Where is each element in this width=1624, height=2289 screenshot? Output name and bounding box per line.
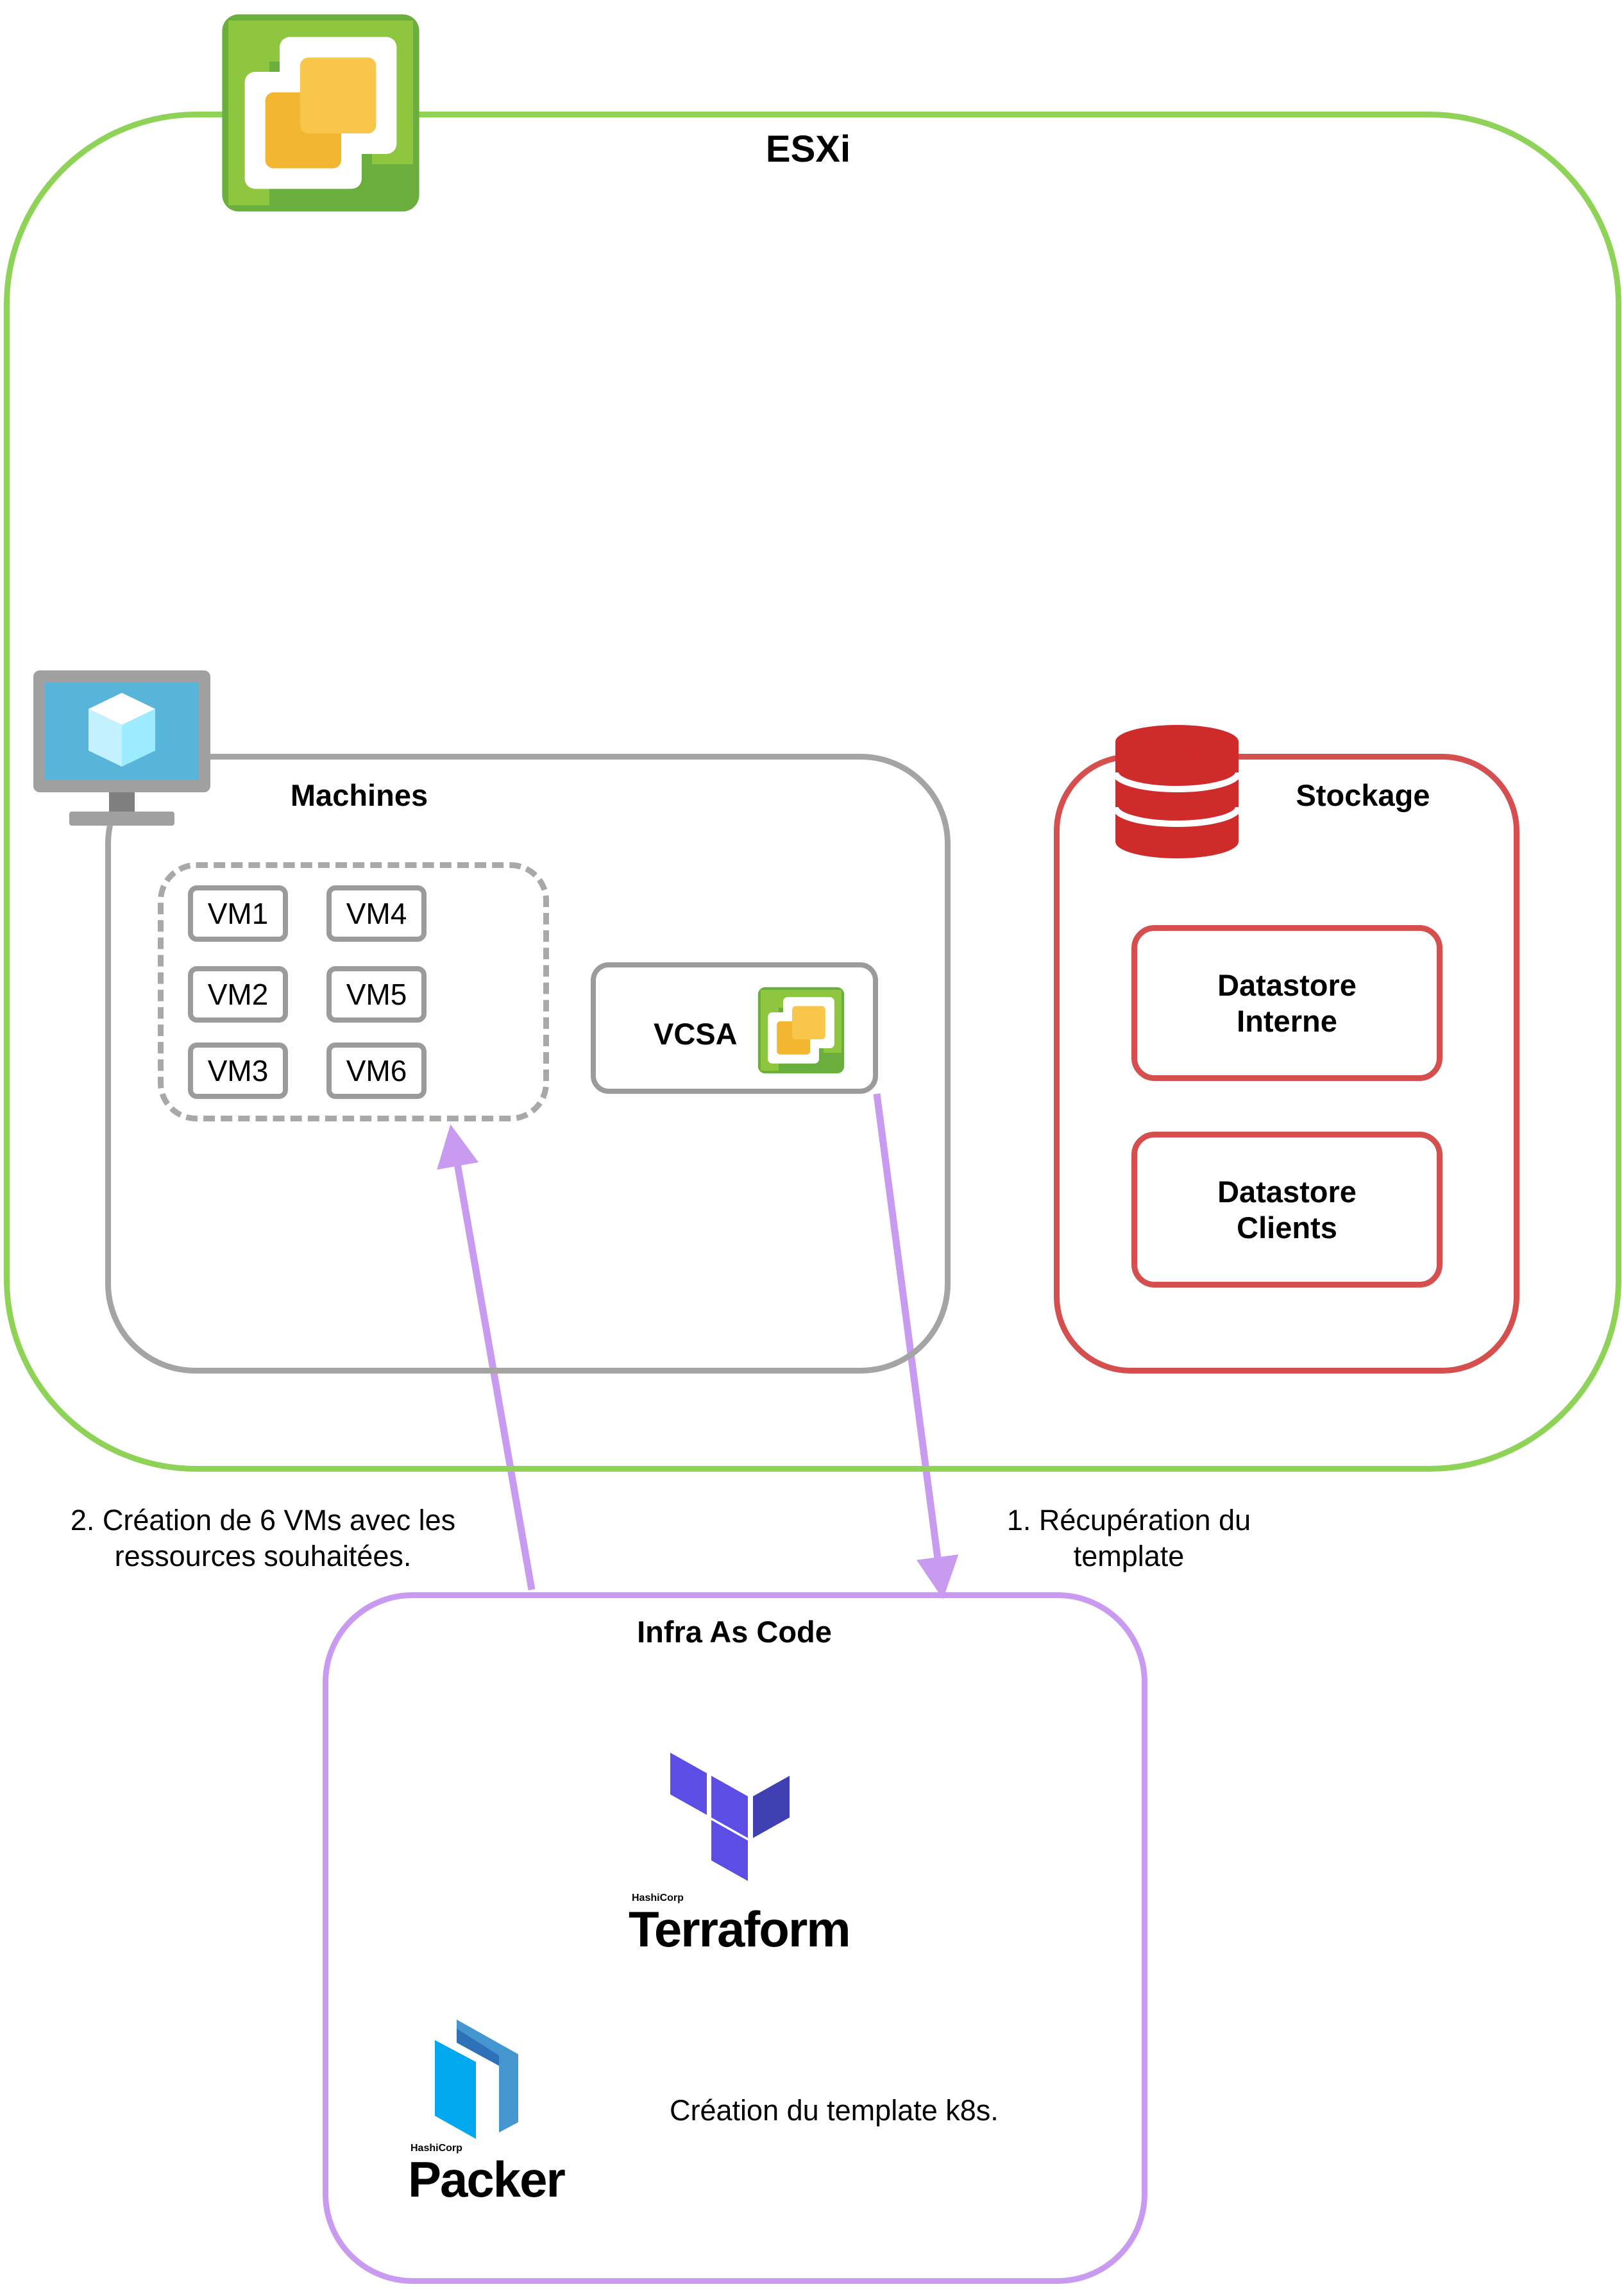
packer-caption: Création du template k8s. (670, 2094, 999, 2127)
vmware-logo-icon (222, 14, 419, 212)
infra-as-code-container (323, 1592, 1147, 2284)
stockage-container (1054, 754, 1519, 1374)
datastore-label: Datastore (1217, 1174, 1357, 1209)
vm-box: VM3 (188, 1042, 288, 1099)
esxi-title: ESXi (765, 128, 851, 170)
database-icon (1113, 725, 1241, 858)
vm-box: VM6 (326, 1042, 427, 1099)
edge-label-line: 1. Récupération du (1006, 1504, 1251, 1536)
vm-box: VM4 (326, 885, 427, 942)
machines-container (105, 754, 951, 1374)
vm-box: VM2 (188, 966, 288, 1023)
packer-name: Packer (408, 2151, 566, 2208)
vcsa-box: VCSA (591, 962, 878, 1094)
virtual-machine-monitor-icon (33, 670, 210, 826)
packer-brand: HashiCorp (410, 2143, 462, 2154)
edge-label-line: 2. Création de 6 VMs avec les (70, 1504, 456, 1536)
machines-title: Machines (290, 778, 428, 812)
edge-label-line: template (1073, 1540, 1185, 1572)
datastore-interne: Datastore Interne (1131, 925, 1442, 1081)
arrow-create-vms (437, 1124, 536, 1590)
terraform-logo-icon (670, 1753, 790, 1881)
edge-label-fetch-template: 1. Récupération du template (975, 1502, 1283, 1574)
stockage-title: Stockage (1296, 778, 1430, 812)
datastore-label: Datastore (1217, 967, 1357, 1002)
datastore-label: Clients (1237, 1210, 1337, 1245)
esxi-container (4, 112, 1621, 1472)
vm-box: VM1 (188, 885, 288, 942)
packer-logo-icon (435, 2020, 518, 2139)
infra-as-code-title: Infra As Code (637, 1615, 832, 1649)
terraform-brand: HashiCorp (632, 1893, 684, 1903)
vmware-logo-icon (757, 987, 845, 1074)
datastore-label: Interne (1237, 1003, 1337, 1038)
terraform-name: Terraform (629, 1901, 851, 1957)
vm-group (158, 862, 549, 1121)
edge-label-line: ressources souhaitées. (114, 1540, 412, 1572)
vcsa-label: VCSA (654, 1017, 738, 1051)
edge-label-create-vms: 2. Création de 6 VMs avec les ressources… (45, 1502, 481, 1574)
datastore-clients: Datastore Clients (1131, 1132, 1442, 1288)
vm-box: VM5 (326, 966, 427, 1023)
